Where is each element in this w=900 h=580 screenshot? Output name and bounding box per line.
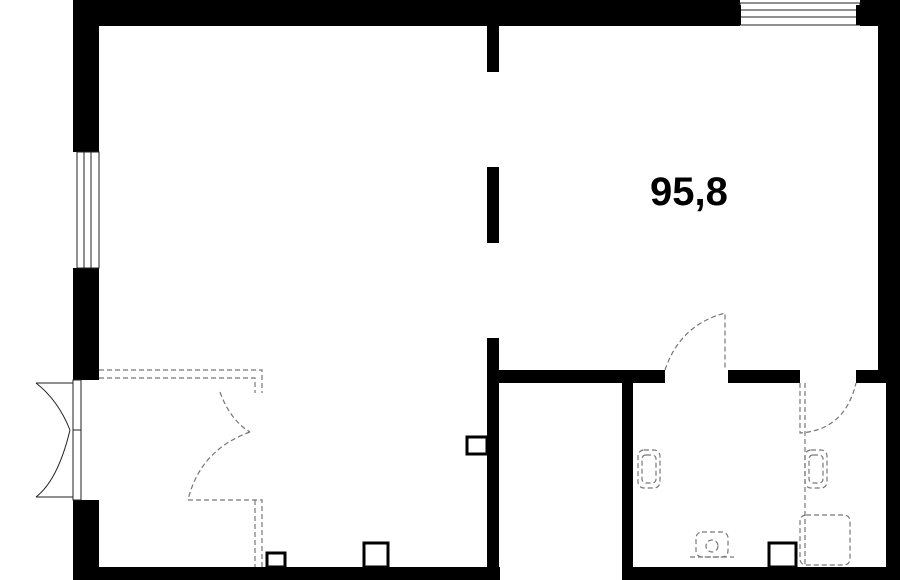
shower-tray: [799, 514, 851, 566]
risers: [265, 435, 798, 569]
top-wall-left: [73, 0, 740, 26]
bathroom-top-wall-middle: [728, 370, 800, 383]
left-wall-middle: [73, 268, 99, 380]
riser-4: [767, 541, 798, 569]
toilet-left: [637, 449, 661, 489]
right-wall-lower: [886, 370, 900, 580]
right-wall: [878, 0, 900, 383]
bottom-wall-right: [622, 567, 900, 580]
area-label: 95,8: [650, 170, 728, 214]
outer-walls: [73, 0, 900, 580]
partition-middle: [487, 167, 499, 243]
bathroom-top-wall-left: [499, 370, 665, 383]
riser-2: [265, 551, 287, 569]
partition-top: [487, 26, 499, 72]
toilet-right: [804, 449, 828, 489]
partition-lower: [487, 338, 499, 580]
bathroom-doors: [664, 312, 857, 567]
bathroom-top-wall-right: [856, 370, 900, 383]
left-wall-upper: [73, 0, 99, 152]
entry-wardrobe: [99, 369, 263, 567]
storage-divider-wall: [622, 383, 633, 580]
sink: [690, 531, 734, 558]
window-left: [76, 151, 100, 269]
bottom-wall-left: [73, 567, 500, 580]
window-top: [736, 2, 861, 26]
riser-3: [362, 541, 390, 569]
riser-1: [465, 435, 489, 456]
left-wall-lower: [73, 500, 99, 580]
entrance-door: [35, 379, 82, 501]
interior-walls: [487, 26, 900, 580]
